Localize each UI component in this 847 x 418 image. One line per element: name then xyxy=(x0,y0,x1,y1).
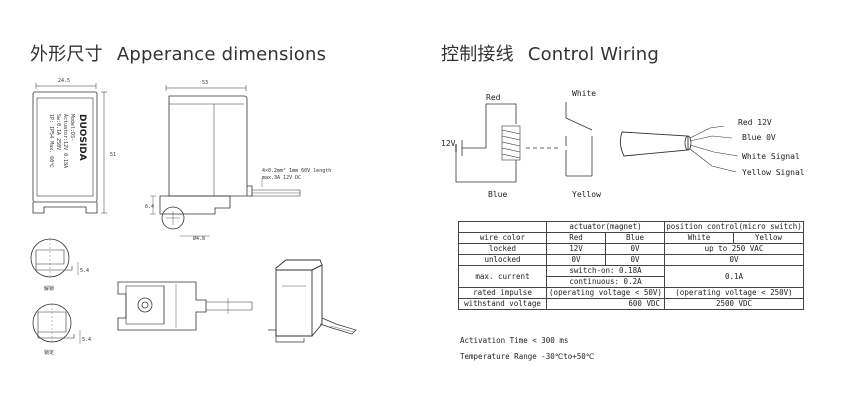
table-cell: 0V xyxy=(605,254,665,266)
legend-blue: Blue 0V xyxy=(742,133,776,142)
voltage-label: 12V xyxy=(441,139,456,148)
side-view-drawing xyxy=(150,85,301,237)
table-cell: 2500 VDC xyxy=(664,298,804,310)
legend-yellow: Yellow Signal xyxy=(742,168,805,177)
wiring-schematic xyxy=(455,102,593,183)
row-label: withstand voltage xyxy=(458,298,547,310)
table-row: withstand voltage 600 VDC 2500 VDC xyxy=(458,298,804,310)
detail-label-lock: 锁定 xyxy=(44,349,54,356)
legend-white: White Signal xyxy=(742,152,800,161)
label-plate: DUOSIDA Model:DS- Actuator:12V 0.18A Sw:… xyxy=(48,114,87,168)
table-row: max. current switch-on: 0.18A 0.1A xyxy=(458,265,804,288)
table-cell: White xyxy=(664,232,734,244)
row-label: unlocked xyxy=(458,254,547,266)
isometric-view-drawing xyxy=(268,259,357,343)
table-cell: 12V xyxy=(546,243,606,255)
dim-depth-top: 53 xyxy=(202,80,208,86)
table-cell: 0.1A xyxy=(664,265,804,288)
dimensions-title-en: Apperance dimensions xyxy=(116,44,327,65)
table-cell: continuous: 0.2A xyxy=(546,276,665,288)
wire-yellow-label: Yellow xyxy=(572,190,601,199)
lead-note-2: max.3A 12V DC xyxy=(262,175,301,181)
table-cell: 600 VDC xyxy=(546,298,665,310)
spec-table: actuator(magnet) position control(micro … xyxy=(458,221,804,310)
row-label: max. current xyxy=(458,265,547,288)
dim-side-small: 6.4 xyxy=(145,204,154,210)
label-line-2: Actuator:12V 0.18A xyxy=(62,114,68,168)
table-cell: 0V xyxy=(546,254,606,266)
table-cell xyxy=(458,221,547,233)
table-cell: Red xyxy=(546,232,606,244)
table-cell: Yellow xyxy=(733,232,804,244)
brand-logo: DUOSIDA xyxy=(77,114,87,161)
detail-dim-unlock: 5.4 xyxy=(80,268,89,274)
table-cell: 0V xyxy=(605,243,665,255)
table-cell: up to 250 VAC xyxy=(664,243,804,255)
dim-width-top: 24.5 xyxy=(58,78,70,84)
wire-red-label: Red xyxy=(486,93,501,102)
wiring-title-en: Control Wiring xyxy=(527,44,660,65)
table-cell: switch-on: 0.18A xyxy=(546,265,665,277)
label-line-3: Sw:0.1A 250V xyxy=(55,114,61,150)
dimensions-section-title: 外形尺寸 Apperance dimensions xyxy=(30,40,326,66)
row-label: wire color xyxy=(458,232,547,244)
header-position: position control(micro switch) xyxy=(664,221,804,233)
dimensions-title-cn: 外形尺寸 xyxy=(30,44,103,65)
dim-bottom-small: Ø4.8 xyxy=(193,235,205,242)
front-view-drawing xyxy=(32,83,107,214)
wiring-section-title: 控制接线 Control Wiring xyxy=(441,40,659,66)
legend-red: Red 12V xyxy=(738,118,772,127)
wire-blue-label: Blue xyxy=(488,190,507,199)
detail-unlock-drawing xyxy=(30,238,79,278)
table-row: actuator(magnet) position control(micro … xyxy=(458,221,804,233)
detail-dim-lock: 5.4 xyxy=(82,337,91,343)
wire-white-label: White xyxy=(572,89,596,98)
table-cell: Blue xyxy=(605,232,665,244)
table-row: rated impulse (operating voltage < 50V) … xyxy=(458,287,804,299)
bottom-view-drawing xyxy=(117,281,253,331)
detail-lock-drawing xyxy=(32,303,81,344)
table-cell: 0V xyxy=(664,254,804,266)
label-line-1: Model:DS- xyxy=(69,114,75,141)
table-cell: (operating voltage < 250V) xyxy=(664,287,804,299)
detail-label-unlock: 解锁 xyxy=(44,285,54,292)
lead-note-1: 4×0.2mm² 1mm 60V length xyxy=(262,168,331,174)
row-label: rated impulse xyxy=(458,287,547,299)
label-line-4: IP: IP54 Max. 60℃ xyxy=(48,114,54,168)
table-row: unlocked 0V 0V 0V xyxy=(458,254,804,266)
table-row: locked 12V 0V up to 250 VAC xyxy=(458,243,804,255)
header-actuator: actuator(magnet) xyxy=(546,221,665,233)
table-cell: (operating voltage < 50V) xyxy=(546,287,665,299)
dim-height-side: 51 xyxy=(110,152,116,158)
wiring-title-cn: 控制接线 xyxy=(441,44,514,65)
table-row: wire color Red Blue White Yellow xyxy=(458,232,804,244)
cable-illustration xyxy=(619,125,739,173)
activation-time-note: Activation Time < 300 ms xyxy=(460,336,569,345)
temperature-range-note: Temperature Range -30℃to+50℃ xyxy=(460,352,595,361)
row-label: locked xyxy=(458,243,547,255)
